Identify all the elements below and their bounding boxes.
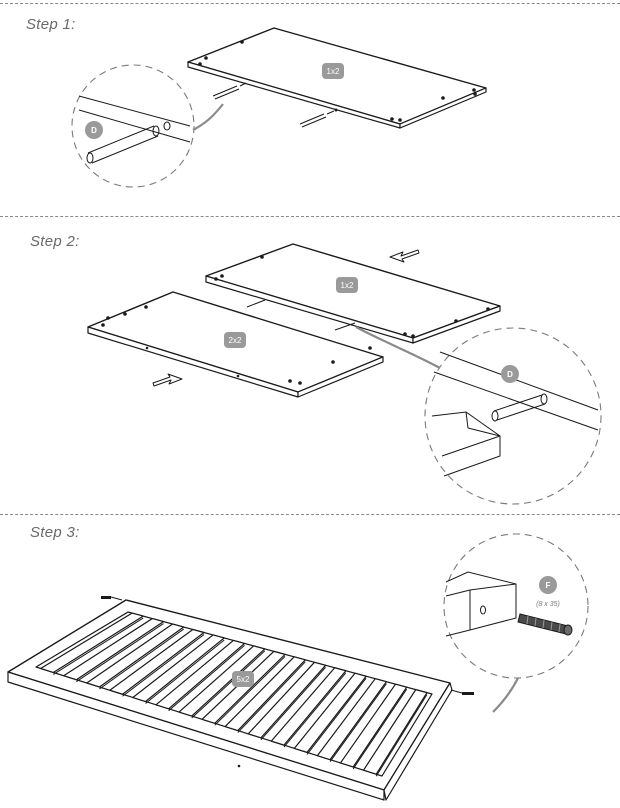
slat-edge [168,645,245,712]
slat [270,667,347,746]
slat-edge [306,677,367,755]
step-2-arrow-left [389,249,420,263]
slat-edge [53,617,144,675]
slat-edge [99,628,185,690]
slat-edge [145,639,225,704]
slat [63,617,165,681]
slat [155,639,246,710]
step-3-quantity: 5x2 [237,675,250,684]
step-1-label: Step 1: [26,16,76,33]
step-3-part-badge: F [546,581,551,590]
step-1-zoom-detail: D [71,64,224,188]
step-3-zoom-detail: F (8 x 35) [443,533,589,713]
top-divider [0,3,620,4]
slat [109,628,205,695]
step-divider-1 [0,216,620,217]
step-2-label: Step 2: [30,233,80,250]
step-2-arrow-right [152,373,183,387]
step-3-screws [101,596,474,695]
step-1-quantity-tag: 1x2 [322,63,344,79]
slat-edge [191,650,266,719]
step-2-part-badge: D [507,370,513,379]
step-divider-2 [0,514,620,515]
slat-edge [122,634,205,697]
step-3-slatted-frame [7,599,453,801]
slat [362,689,428,775]
slat-edge [283,672,347,748]
slat-edge [237,661,306,733]
slat-edge [352,688,408,770]
step-2-illustration: 1x2 2x2 [87,243,602,505]
step-2-top-quantity: 1x2 [341,281,354,290]
step-3-part-size: (8 x 35) [536,601,560,608]
step-1-quantity: 1x2 [327,67,340,76]
step-1-illustration: 1x2 D [71,27,487,188]
slat-edge [329,683,387,762]
slat [224,656,306,732]
slat [178,645,266,717]
step-2-bottom-quantity: 2x2 [229,336,242,345]
slat [40,612,144,674]
step-1-part-badge: D [91,126,97,135]
slats [40,612,428,777]
step-1-dowels [212,82,338,128]
step-3-illustration: 5x2 F (8 x 35) [7,533,589,801]
slat-edge [214,656,286,726]
slat-edge [76,623,164,683]
slat [86,623,185,688]
slat-edge [260,666,326,741]
slat [293,672,367,753]
slat [247,661,327,739]
step-3-label: Step 3: [30,524,80,541]
step-2-zoom-detail: D [355,326,602,505]
slat [132,634,225,703]
slat [316,678,387,761]
slat [339,683,408,768]
slat-edge [375,694,428,777]
